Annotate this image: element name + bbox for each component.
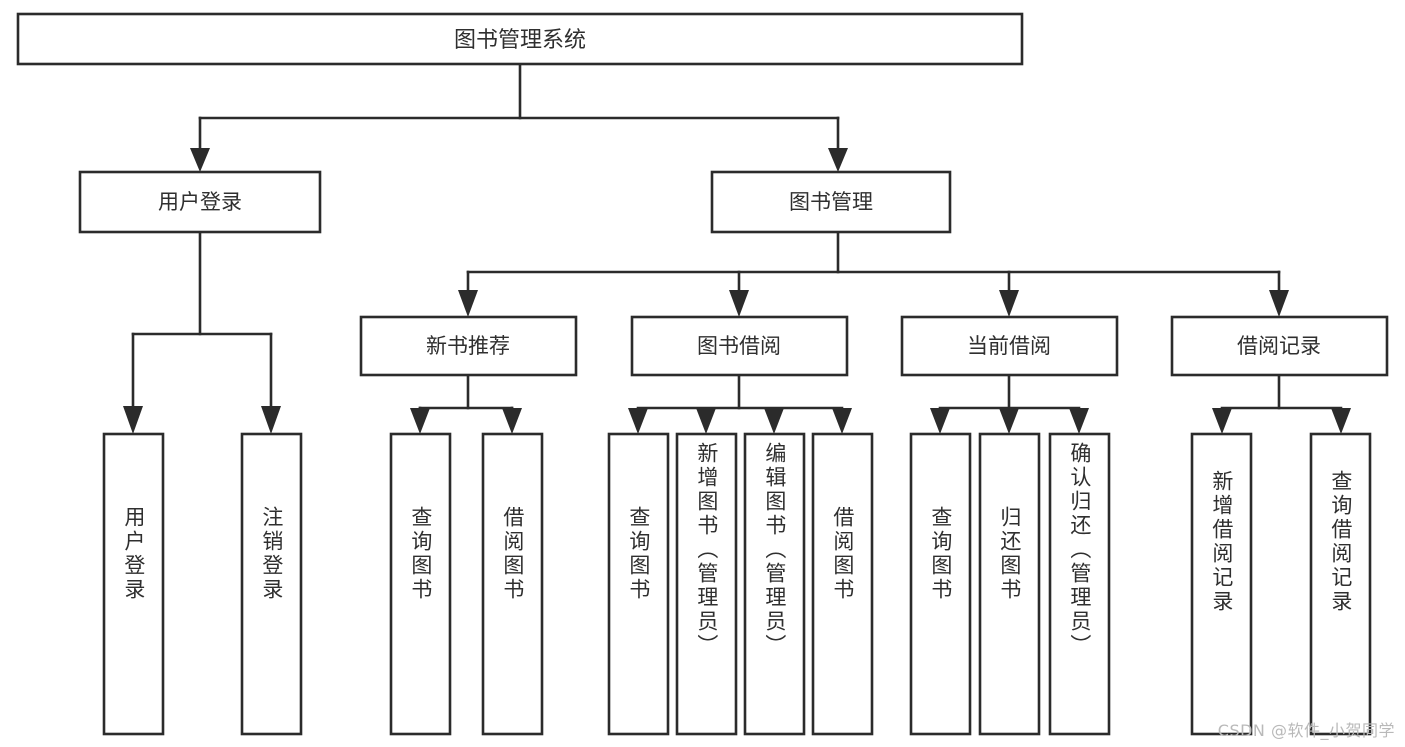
arrow-head-leaf-add-book	[696, 408, 716, 434]
leaf-box-edit-book[interactable]	[743, 432, 806, 736]
leaf-box-borrow-book-2[interactable]	[811, 432, 874, 736]
node-label-new-book-recommend: 新书推荐	[426, 334, 510, 358]
arrow-head-new-book	[458, 290, 478, 317]
node-user-login[interactable]: 用户登录	[78, 170, 322, 234]
node-box-current-borrow[interactable]	[900, 315, 1119, 377]
arrow-head-leaf-logout	[261, 406, 281, 434]
leaf-box-confirm-return[interactable]	[1048, 432, 1111, 736]
node-root[interactable]: 图书管理系统	[16, 12, 1024, 66]
arrow-head-leaf-query-record	[1331, 408, 1351, 434]
leaf-box-add-borrow-record[interactable]	[1190, 432, 1253, 736]
node-box-root[interactable]	[16, 12, 1024, 66]
arrow-head-user-login	[190, 148, 210, 172]
node-label-book-borrow: 图书借阅	[697, 334, 781, 358]
arrow-head-leaf-add-record	[1212, 408, 1232, 434]
node-box-borrow-record[interactable]	[1170, 315, 1389, 377]
csdn-watermark: CSDN @软件_小贺同学	[1217, 721, 1395, 740]
arrow-head-leaf-query-book-1	[410, 408, 430, 434]
arrow-head-current-borrow	[999, 290, 1019, 317]
leaf-box-return-book[interactable]	[978, 432, 1041, 736]
arrow-head-leaf-edit-book	[764, 408, 784, 434]
leaf-box-query-borrow-record[interactable]	[1309, 432, 1372, 736]
arrow-head-leaf-borrow-book-1	[502, 408, 522, 434]
node-borrow-record[interactable]: 借阅记录	[1170, 315, 1389, 377]
leaf-box-borrow-book-1[interactable]	[481, 432, 544, 736]
edge-group-new-book-to-leaves	[410, 373, 522, 434]
leaf-box-user-login[interactable]	[102, 432, 165, 736]
arrow-head-leaf-query-book-2	[628, 408, 648, 434]
arrow-head-leaf-query-book-3	[930, 408, 950, 434]
leaf-box-query-book-2[interactable]	[607, 432, 670, 736]
node-book-borrow[interactable]: 图书借阅	[630, 315, 849, 377]
node-box-book-borrow[interactable]	[630, 315, 849, 377]
arrow-head-book-mgmt	[828, 148, 848, 172]
edge-group-book-borrow-to-leaves	[628, 373, 852, 434]
node-label-current-borrow: 当前借阅	[967, 334, 1051, 358]
edge-group-current-borrow-to-leaves	[930, 373, 1089, 434]
leaf-box-logout[interactable]	[240, 432, 303, 736]
leaf-box-query-book-3[interactable]	[909, 432, 972, 736]
edge-group-root-to-level1	[190, 62, 848, 172]
edge-group-user-login-to-leaves	[123, 230, 281, 434]
node-box-new-book-recommend[interactable]	[359, 315, 578, 377]
arrow-head-book-borrow	[729, 290, 749, 317]
node-box-book-management[interactable]	[710, 170, 952, 234]
arrow-head-leaf-confirm-return	[1069, 408, 1089, 434]
edge-group-book-mgmt-to-level2	[458, 230, 1289, 317]
leaf-box-query-book-1[interactable]	[389, 432, 452, 736]
node-current-borrow[interactable]: 当前借阅	[900, 315, 1119, 377]
node-label-borrow-record: 借阅记录	[1237, 334, 1321, 358]
leaf-box-group	[102, 432, 1372, 736]
node-label-book-management: 图书管理	[789, 190, 873, 214]
node-label-root: 图书管理系统	[454, 28, 586, 53]
node-new-book-recommend[interactable]: 新书推荐	[359, 315, 578, 377]
node-book-management[interactable]: 图书管理	[710, 170, 952, 234]
arrow-head-borrow-record	[1269, 290, 1289, 317]
edge-group-borrow-record-to-leaves	[1212, 373, 1351, 434]
node-label-user-login: 用户登录	[158, 190, 242, 214]
arrow-head-leaf-return-book	[999, 408, 1019, 434]
node-box-user-login[interactable]	[78, 170, 322, 234]
leaf-box-add-book[interactable]	[675, 432, 738, 736]
arrow-head-leaf-borrow-book-2	[832, 408, 852, 434]
arrow-head-leaf-user-login	[123, 406, 143, 434]
